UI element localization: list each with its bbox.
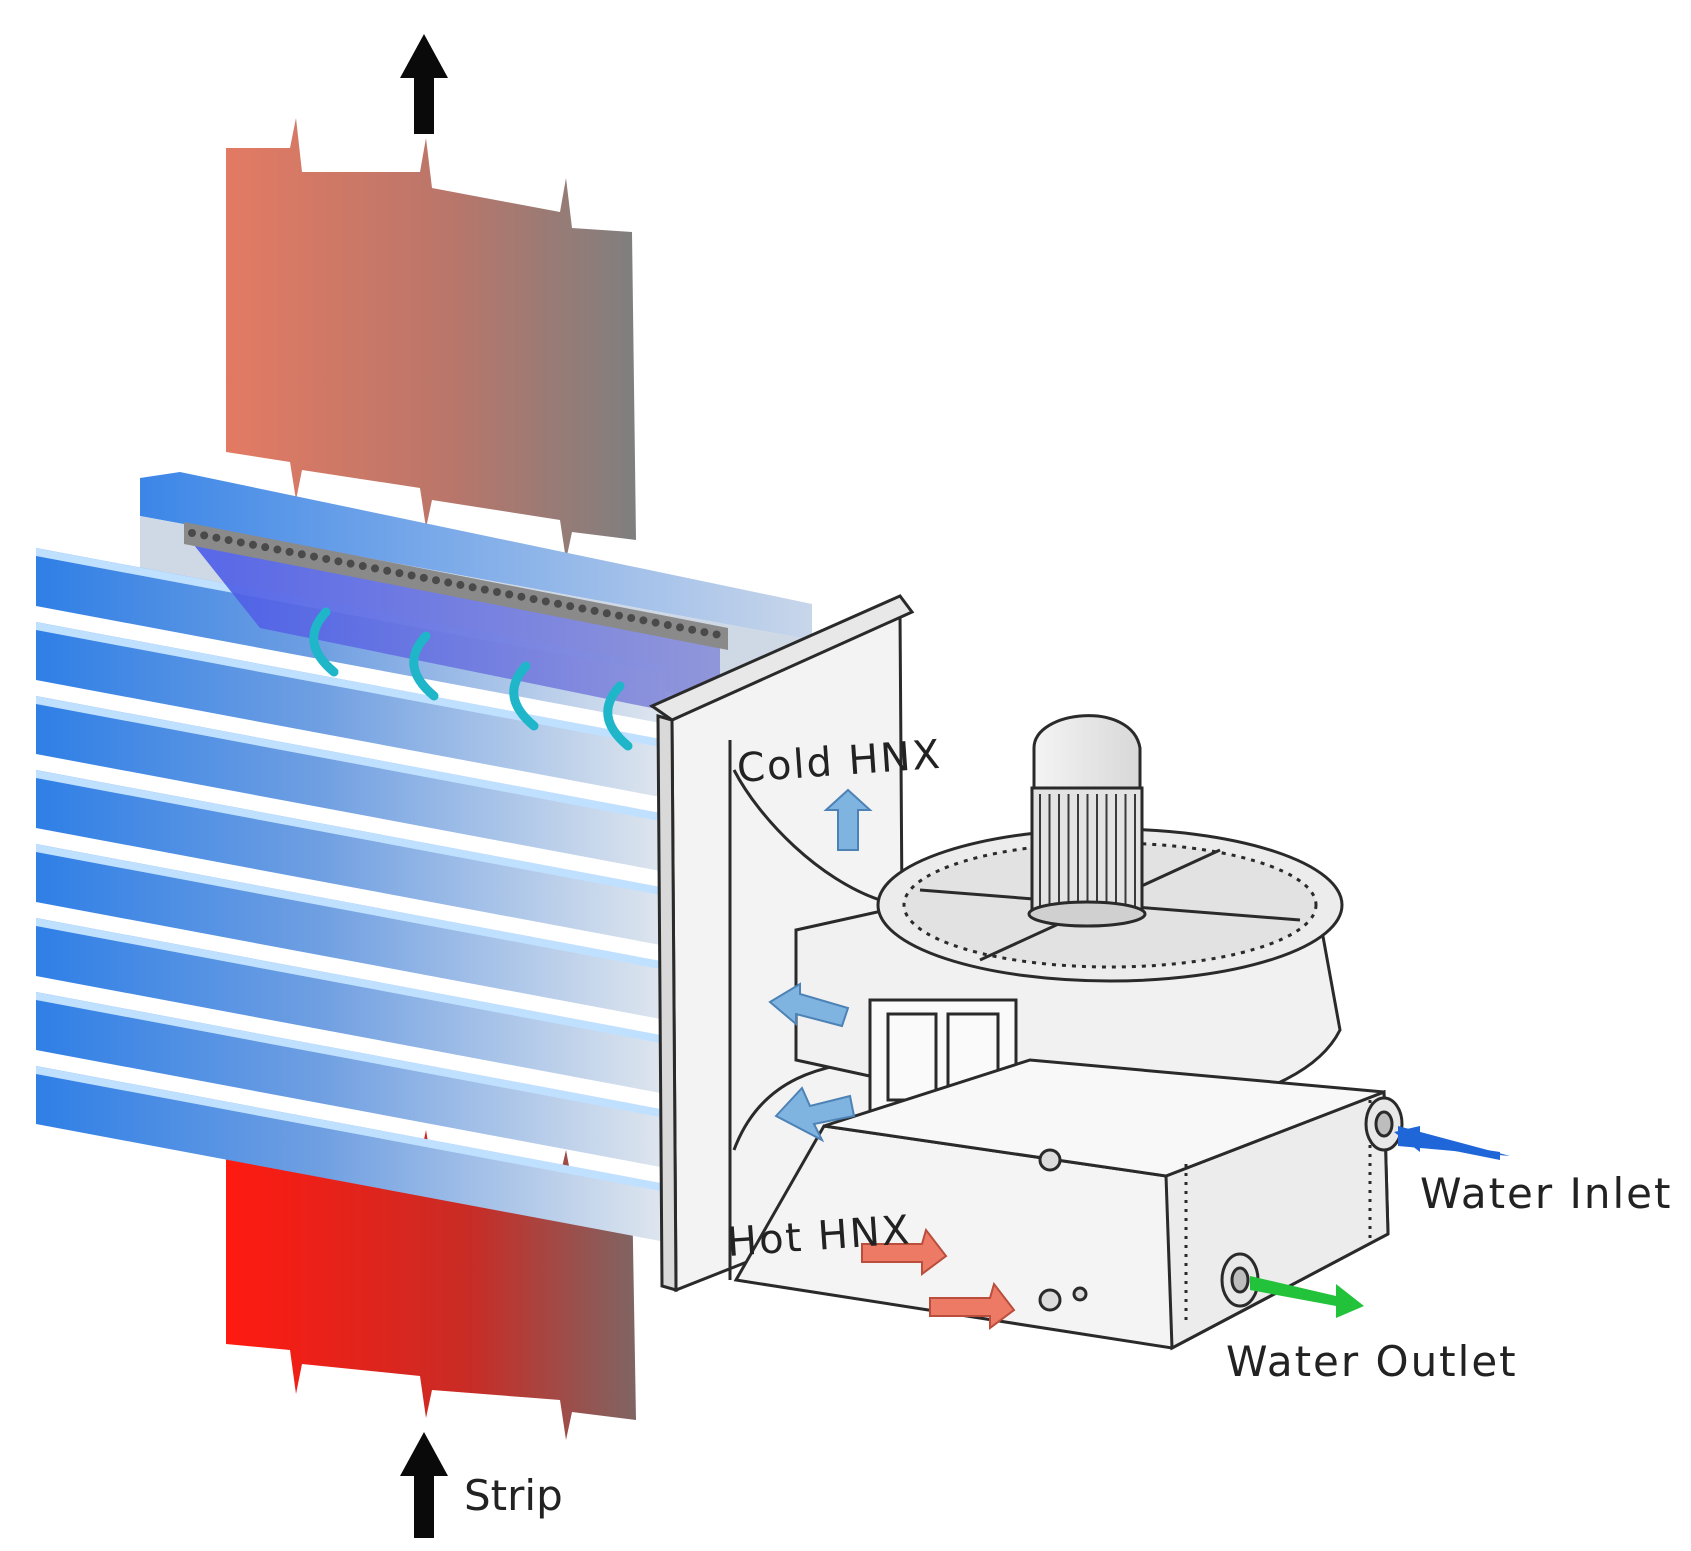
nozzle-hole [468, 583, 477, 592]
nozzle-hole [432, 576, 440, 585]
nozzle-hole [297, 550, 306, 559]
nozzle-hole [602, 609, 611, 618]
nozzle-slat [36, 918, 666, 1094]
nozzle-hole [212, 533, 221, 542]
nozzle-hole [480, 585, 489, 594]
nozzle-hole [566, 602, 575, 611]
nozzle-hole [529, 595, 538, 604]
nozzle-hole [663, 621, 672, 630]
up-arrow-icon [400, 34, 448, 134]
motor-icon [1027, 714, 1147, 928]
nozzle-hole [700, 628, 709, 637]
nozzle-hole [627, 613, 636, 622]
strip-label: Strip [464, 1471, 563, 1520]
water-outlet-label: Water Outlet [1226, 1337, 1518, 1386]
nozzle-hole [249, 540, 257, 549]
nozzle-hole [261, 543, 270, 552]
nozzle-hole [444, 578, 453, 587]
nozzle-hole [615, 611, 623, 620]
nozzle-bank [36, 548, 666, 1242]
airflow-curl-icons [309, 607, 633, 751]
water-outlet-arrow-icon [1250, 1276, 1364, 1318]
motor-cooling-fins [1039, 794, 1136, 906]
nozzle-hole [346, 559, 355, 568]
nozzle-hole [456, 580, 465, 589]
nozzle-hole [688, 625, 697, 634]
nozzle-slat [36, 622, 666, 798]
nozzle-hole [578, 604, 587, 613]
nozzle-hole [505, 590, 514, 599]
nozzle-hole [310, 552, 318, 561]
nozzle-hole [273, 545, 282, 554]
nozzle-slat [36, 992, 666, 1168]
nozzle-hole [651, 618, 660, 627]
nozzle-hole [407, 571, 416, 580]
nozzle-hole [334, 557, 343, 566]
nozzle-hole [285, 547, 294, 556]
nozzle-hole [712, 630, 721, 639]
nozzle-hole [554, 599, 562, 608]
nozzle-hole [383, 566, 392, 575]
water-inlet-label: Water Inlet [1420, 1169, 1673, 1218]
nozzle-slat [36, 770, 666, 946]
nozzle-hole [590, 606, 599, 615]
nozzle-hole [188, 529, 196, 537]
nozzle-hole [371, 564, 379, 573]
nozzle-hole [639, 616, 648, 625]
nozzle-slat [36, 696, 666, 872]
nozzle-slat [36, 844, 666, 1020]
air-distribution-chamber [184, 522, 728, 722]
nozzle-hole [322, 554, 331, 563]
water-inlet-arrow-icon [1394, 1126, 1510, 1160]
nozzle-hole [419, 573, 428, 582]
nozzle-hole [517, 592, 526, 601]
airflow-arrow-icons [768, 788, 873, 1143]
nozzle-hole [224, 536, 233, 545]
nozzle-holes [188, 529, 721, 639]
nozzle-hole [236, 538, 245, 547]
hot-air-arrow-icons [861, 1227, 1016, 1330]
nozzle-hole [200, 531, 209, 540]
strip-upper-section [226, 118, 636, 560]
nozzle-slat [36, 1066, 666, 1242]
valve-icon [1038, 1148, 1088, 1312]
nozzle-hole [676, 623, 684, 632]
water-inlet-flange [1364, 1096, 1404, 1152]
up-arrow-icon [400, 1432, 448, 1538]
nozzle-hole [493, 588, 501, 596]
nozzle-hole [358, 562, 367, 571]
nozzle-hole [395, 569, 404, 578]
nozzle-hole [541, 597, 550, 606]
